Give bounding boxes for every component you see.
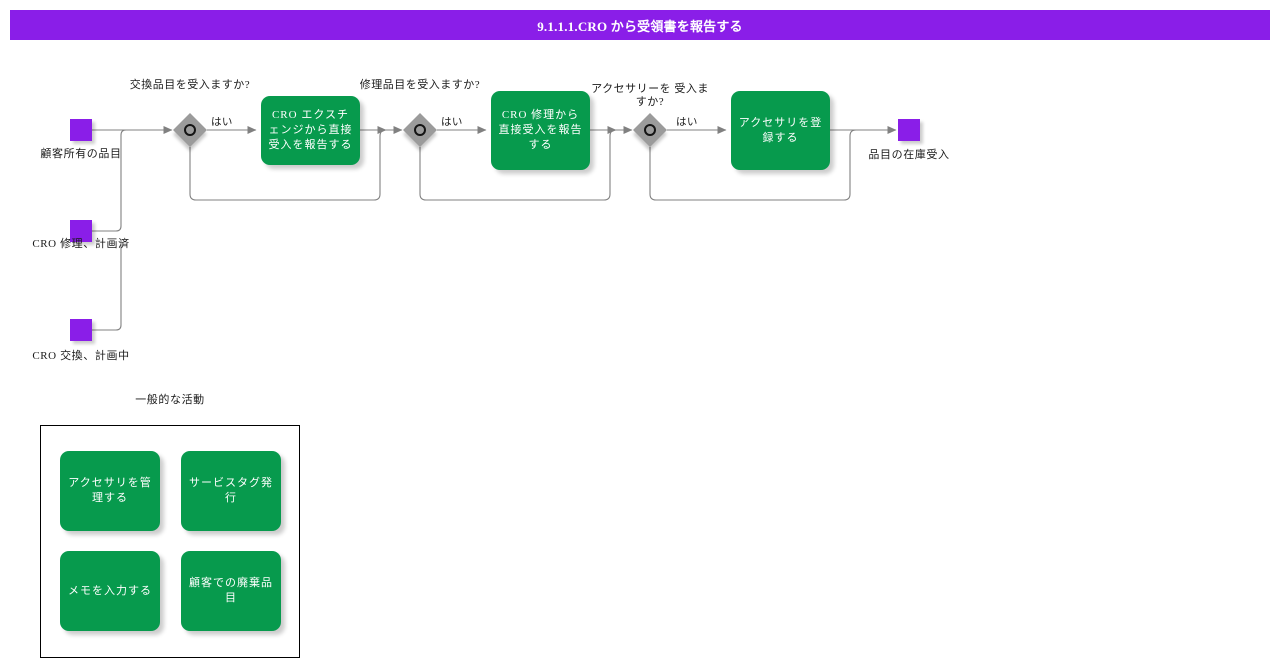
task-label: アクセサリを登録する <box>738 116 823 144</box>
task-report-cro-exchange-direct-receipt[interactable]: CRO エクスチェンジから直接受入を報告する <box>261 96 360 165</box>
flow-label-gw1-yes: はい <box>211 117 233 128</box>
gateway-inclusive-ring-icon <box>644 124 656 136</box>
start-event-cro-exchange-planned[interactable] <box>70 319 92 341</box>
page-title-bar: 9.1.1.1.CRO から受領書を報告する <box>10 10 1270 40</box>
flow-label-gw3-yes: はい <box>676 117 698 128</box>
task-discard-item-at-customer[interactable]: 顧客での廃棄品目 <box>181 551 281 631</box>
task-label: アクセサリを管理する <box>68 477 152 504</box>
flow-start2-merge <box>92 129 127 232</box>
task-label: CRO エクスチェンジから直接受入を報告する <box>268 109 353 151</box>
task-label: サービスタグ発行 <box>189 477 273 504</box>
task-label: 顧客での廃棄品目 <box>189 577 273 604</box>
gateway-inclusive-ring-icon <box>184 124 196 136</box>
start-event-customer-owned-item[interactable] <box>70 119 92 141</box>
task-label: CRO 修理から直接受入を報告する <box>498 109 583 151</box>
task-enter-memo[interactable]: メモを入力する <box>60 551 160 631</box>
page-title: 9.1.1.1.CRO から受領書を報告する <box>537 18 743 34</box>
gateway-inclusive-ring-icon <box>414 124 426 136</box>
flow-label-gw2-yes: はい <box>441 117 463 128</box>
task-issue-service-tag[interactable]: サービスタグ発行 <box>181 451 281 531</box>
start-event-cro-repair-planned-label: CRO 修理、計画済 <box>32 238 130 250</box>
task-label: メモを入力する <box>68 584 152 597</box>
start-event-customer-owned-item-label: 顧客所有の品目 <box>40 148 122 160</box>
gateway-accept-repair-item-label: 修理品目を受入ますか? <box>359 79 481 91</box>
start-event-cro-repair-planned[interactable] <box>70 220 92 242</box>
task-manage-accessory[interactable]: アクセサリを管理する <box>60 451 160 531</box>
task-register-accessory[interactable]: アクセサリを登録する <box>731 91 830 170</box>
task-report-cro-repair-direct-receipt[interactable]: CRO 修理から直接受入を報告する <box>491 91 590 170</box>
gateway-accept-accessory[interactable] <box>633 113 667 147</box>
gateway-accept-exchange-item-label: 交換品目を受入ますか? <box>129 79 251 91</box>
gateway-accept-accessory-label: アクセサリーを 受入ますか? <box>591 83 709 108</box>
end-event-item-stock-receipt-label: 品目の在庫受入 <box>868 149 950 161</box>
group-label-common-activities: 一般的な活動 <box>135 394 205 406</box>
end-event-item-stock-receipt[interactable] <box>898 119 920 141</box>
gateway-accept-exchange-item[interactable] <box>173 113 207 147</box>
start-event-cro-exchange-planned-label: CRO 交換、計画中 <box>32 350 130 362</box>
gateway-accept-repair-item[interactable] <box>403 113 437 147</box>
group-common-activities: アクセサリを管理する サービスタグ発行 メモを入力する 顧客での廃棄品目 <box>40 425 300 658</box>
flow-start3-merge <box>92 240 122 331</box>
